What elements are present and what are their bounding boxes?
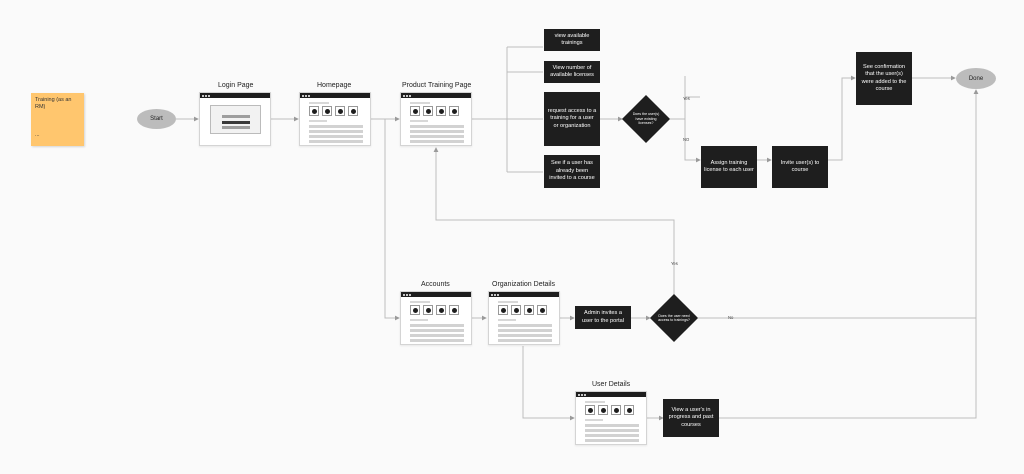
edge-access-no: [698, 89, 979, 319]
edge-label-yes: Yes: [683, 96, 690, 101]
org-details-wireframe: [488, 291, 560, 345]
edge-access-yes: [433, 147, 675, 296]
start-terminal: Start: [137, 109, 176, 129]
request-access-box: request access to a training for a user …: [544, 92, 600, 146]
edge-view-done: [719, 310, 977, 419]
user-details-page-title: User Details: [592, 381, 631, 388]
org-details-page-title: Organization Details: [492, 281, 556, 288]
accounts-page-title: Accounts: [421, 281, 450, 288]
view-licenses-box: View number of available licenses: [544, 61, 600, 83]
done-terminal: Done: [956, 68, 996, 89]
sticky-note-text: Training (as an RM): [35, 97, 72, 110]
access-decision-text: Does the user need access to trainings?: [658, 313, 690, 323]
edge-decision-no: [684, 119, 701, 163]
edge-label-no: NO: [683, 137, 690, 142]
edge-home-accounts: [384, 119, 400, 321]
homepage-title: Homepage: [317, 82, 352, 89]
licenses-decision-text: Does the user(s) have existing licenses?: [632, 112, 660, 126]
edge-decision-yes: [670, 76, 700, 120]
login-page-title: Login Page: [218, 82, 254, 89]
user-details-wireframe: [575, 391, 647, 445]
login-page-wireframe: [199, 92, 271, 146]
see-invited-box: See if a user has already been invited t…: [544, 155, 600, 188]
admin-invites-box: Admin invites a user to the portal: [575, 306, 631, 329]
homepage-wireframe: [299, 92, 371, 146]
assign-license-box: Assign training license to each user: [701, 146, 757, 188]
view-trainings-box: view available trainings: [544, 29, 600, 51]
invite-users-box: Invite user(s) to course: [772, 146, 828, 188]
accounts-wireframe: [400, 291, 472, 345]
view-user-courses-box: View a user's in progress and past cours…: [663, 399, 719, 437]
edge-invite-confirm: [828, 75, 856, 161]
product-training-wireframe: [400, 92, 472, 146]
edge-label-yes-2: Yes: [671, 261, 678, 266]
edge-org-user: [522, 346, 575, 421]
edge-label-no-2: No: [728, 315, 734, 320]
product-training-page-title: Product Training Page: [402, 82, 472, 89]
sticky-note: Training (as an RM) ...: [31, 93, 84, 146]
edge-product-fanout: [472, 46, 543, 173]
sticky-note-ellipsis: ...: [35, 132, 40, 138]
confirmation-box: See confirmation that the user(s) were a…: [856, 52, 912, 105]
